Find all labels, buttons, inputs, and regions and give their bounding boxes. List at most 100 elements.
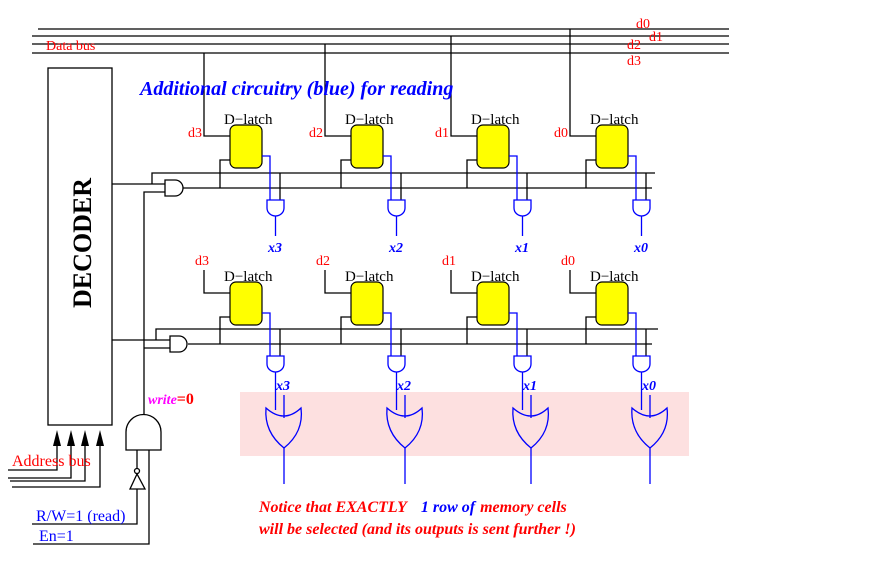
- d-latch-label: D−latch: [471, 269, 520, 285]
- or-gate: [386, 406, 424, 449]
- memory-columns: d3D−latchx3d3D−latchx3d2D−latchx2d2D−lat…: [188, 29, 669, 484]
- data-input-label: d2: [316, 254, 330, 269]
- data-input-wire: [203, 270, 230, 294]
- d-latch: [476, 124, 510, 169]
- latch-clock-wire: [340, 159, 351, 188]
- d-latch-label: D−latch: [590, 269, 639, 285]
- d-latch-label: D−latch: [224, 269, 273, 285]
- latch-clock-wire: [585, 159, 596, 188]
- output-label: x1: [514, 241, 529, 256]
- data-input-label: d0: [554, 126, 568, 141]
- latch-clock-wire: [219, 159, 230, 188]
- or-gate: [631, 406, 669, 449]
- read-and-gate: [632, 199, 651, 217]
- inverter-gate: [128, 472, 147, 490]
- read-and-gate: [266, 199, 285, 217]
- latch-output-wire: [383, 312, 392, 356]
- latch-clock-wire: [466, 316, 477, 344]
- notice-part2: 1 row of: [421, 499, 477, 516]
- address-bus-lines: [8, 430, 104, 488]
- data-input-label: d2: [309, 126, 323, 141]
- d-latch-label: D−latch: [345, 269, 394, 285]
- data-input-wire: [569, 270, 596, 294]
- d-latch: [229, 124, 263, 169]
- read-and-gate: [387, 355, 406, 373]
- latch-clock-wire: [340, 316, 351, 344]
- data-input-label: d0: [561, 254, 575, 269]
- rw-line[interactable]: [32, 489, 138, 525]
- rw-label: R/W=1 (read): [36, 508, 125, 525]
- decoder-label: DECODER: [68, 178, 97, 308]
- bus-label-d2: d2: [627, 38, 641, 53]
- d-latch-label: D−latch: [471, 112, 520, 128]
- output-label: x0: [641, 379, 656, 394]
- latch-output-wire: [628, 155, 637, 200]
- write-and-gate: [125, 413, 162, 451]
- data-input-label: d1: [442, 254, 456, 269]
- d-latch-label: D−latch: [224, 112, 273, 128]
- write-line: [143, 191, 165, 415]
- output-label: x3: [275, 379, 290, 394]
- decoder-box: [47, 67, 113, 426]
- data-input-label: d1: [435, 126, 449, 141]
- row2-select-line: [155, 328, 658, 340]
- en-line[interactable]: [33, 450, 150, 545]
- address-arrow-icon: [81, 430, 89, 446]
- d-latch: [229, 281, 263, 326]
- data-input-wire: [569, 29, 596, 137]
- address-arrow-icon: [96, 430, 104, 446]
- latch-clock-wire: [466, 159, 477, 188]
- d-latch: [595, 281, 629, 326]
- latch-output-wire: [509, 312, 518, 356]
- notice-part3: memory cells: [480, 499, 567, 516]
- read-and-gate: [266, 355, 285, 373]
- row2-and-gate: [169, 335, 188, 353]
- latch-clock-wire: [219, 316, 230, 344]
- address-arrow-icon: [53, 430, 61, 446]
- output-label: x0: [633, 241, 648, 256]
- static-wiring: [8, 28, 729, 545]
- data-input-wire: [324, 44, 351, 137]
- latch-output-wire: [262, 312, 271, 356]
- d-latch: [595, 124, 629, 169]
- data-input-wire: [324, 270, 351, 294]
- or-gate: [512, 406, 550, 449]
- read-and-gate: [513, 199, 532, 217]
- output-label: x2: [388, 241, 403, 256]
- write-signal-label: write=0: [148, 391, 194, 408]
- data-input-wire: [203, 53, 230, 137]
- latch-output-wire: [628, 312, 637, 356]
- data-input-label: d3: [195, 254, 209, 269]
- d-latch: [476, 281, 510, 326]
- bus-label-d3: d3: [627, 54, 641, 69]
- output-highlight-region: [240, 392, 689, 456]
- data-input-wire: [450, 270, 477, 294]
- row1-and-gate: [164, 179, 184, 197]
- write-value: =0: [177, 391, 194, 408]
- row1-select-line: [151, 172, 655, 184]
- latch-output-wire: [509, 155, 518, 200]
- en-label: En=1: [39, 528, 74, 545]
- data-bus-label: Data bus: [46, 39, 95, 54]
- data-input-label: d3: [188, 126, 202, 141]
- latch-clock-wire: [585, 316, 596, 344]
- data-input-wire: [450, 36, 477, 137]
- d-latch-label: D−latch: [345, 112, 394, 128]
- output-label: x2: [396, 379, 411, 394]
- d-latch-label: D−latch: [590, 112, 639, 128]
- output-label: x3: [267, 241, 282, 256]
- bus-label-d1: d1: [649, 30, 663, 45]
- d-latch: [350, 124, 384, 169]
- or-gate: [265, 406, 303, 449]
- notice-line2: will be selected (and its outputs is sen…: [259, 521, 576, 538]
- latch-output-wire: [262, 155, 271, 200]
- bus-label-d0: d0: [636, 17, 650, 32]
- output-label: x1: [522, 379, 537, 394]
- write-name: write: [148, 393, 177, 408]
- read-and-gate: [632, 355, 651, 373]
- notice-part1: Notice that EXACTLY: [258, 499, 408, 516]
- address-bus-label: Address bus: [12, 453, 91, 470]
